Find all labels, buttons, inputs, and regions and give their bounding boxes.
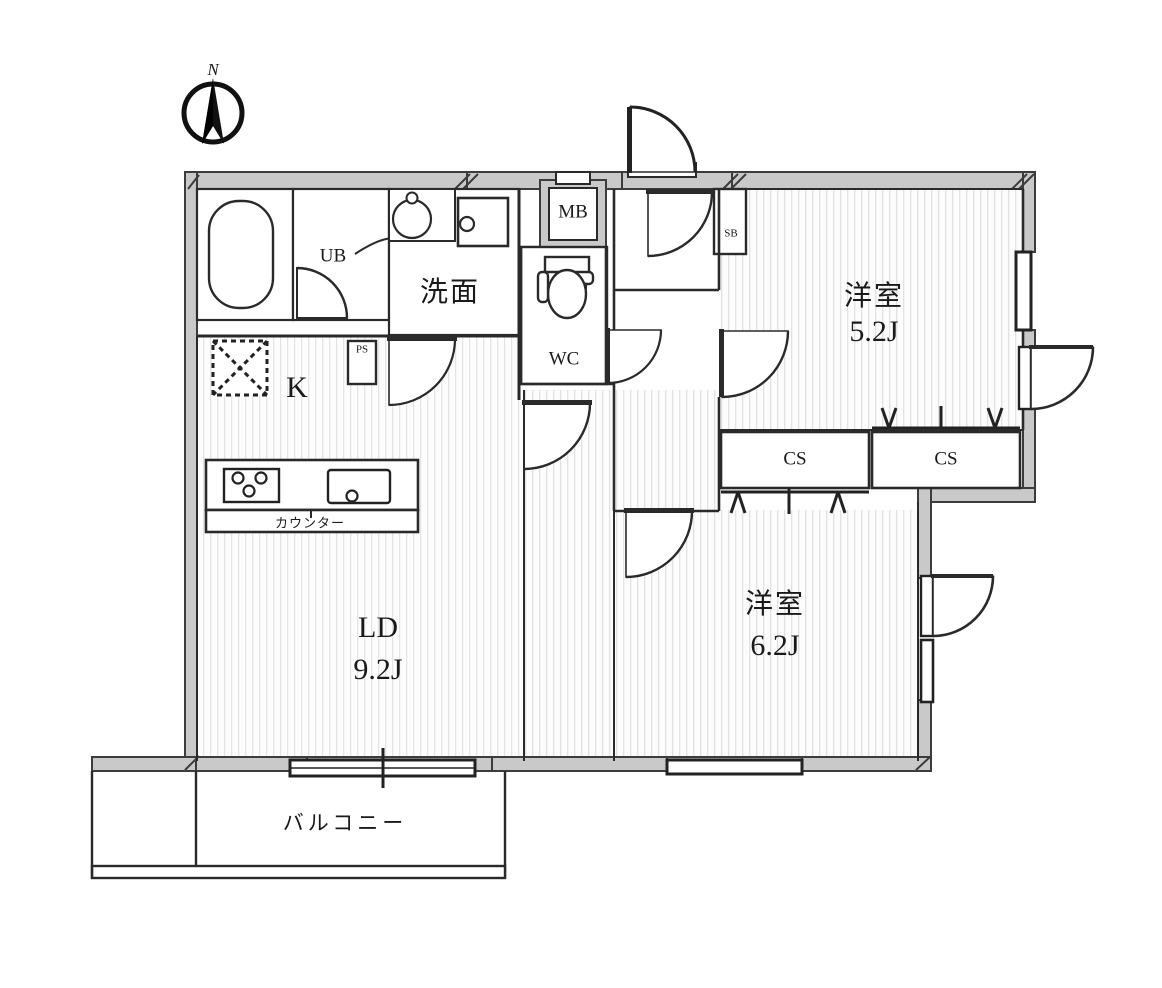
washroom-door[interactable] — [387, 336, 457, 407]
wall-break-marks — [184, 173, 1035, 771]
cs-left-slide-symbol — [721, 488, 869, 514]
ld-door[interactable] — [522, 400, 592, 471]
room52-area: 5.2J — [849, 315, 899, 348]
balcony-parapet — [90, 864, 507, 880]
hall-floor-2 — [614, 390, 719, 510]
wc-door[interactable] — [605, 328, 663, 385]
room62-area: 6.2J — [750, 629, 800, 662]
room52-door[interactable] — [719, 329, 790, 399]
ld-floor — [196, 336, 524, 761]
counter-label: カウンター — [275, 517, 345, 532]
wc-label: WC — [549, 348, 580, 369]
mb-label: MB — [558, 201, 588, 222]
cs-left-label: CS — [783, 448, 806, 469]
gas-stove-3burner — [222, 467, 281, 504]
ps-label: PS — [356, 344, 368, 356]
hall-structure-lines — [517, 247, 614, 390]
cs-left-closet — [719, 430, 871, 490]
room62-door[interactable] — [624, 508, 694, 579]
room62-bottom-window — [665, 758, 804, 776]
north-label: N — [206, 60, 220, 79]
cs-right-closet — [870, 430, 1022, 490]
room52-name: 洋室 — [844, 279, 904, 312]
ld-balcony-slider[interactable] — [288, 748, 477, 788]
lavatory-sink-fixture — [388, 188, 456, 242]
genkan-door[interactable] — [646, 189, 714, 258]
room62-name: 洋室 — [745, 587, 805, 620]
sb-label: SB — [724, 228, 737, 240]
refrigerator-space — [211, 339, 269, 397]
kitchen-sink — [326, 468, 392, 505]
balcony-label: バルコニー — [283, 811, 408, 835]
cs-right-label: CS — [934, 448, 957, 469]
room62-exterior-door[interactable] — [919, 574, 995, 638]
room62-inner-edges — [613, 502, 919, 761]
bathtub-fixture — [207, 199, 275, 310]
cs-right-slide-symbol — [872, 406, 1020, 432]
ld-name: LD — [358, 611, 398, 644]
room52-window — [1014, 250, 1033, 332]
toilet-fixture — [536, 255, 595, 320]
ld-area: 9.2J — [353, 653, 403, 686]
entry-partitions — [612, 189, 721, 513]
room52-floor — [720, 182, 1020, 430]
compass-north-icon — [181, 78, 245, 145]
senmen-label: 洗面 — [420, 275, 480, 308]
entrance-door[interactable] — [627, 105, 697, 178]
room52-inner-edges — [719, 188, 1023, 431]
ld-inner-edges — [196, 336, 525, 761]
kitchen-label: K — [286, 371, 308, 404]
ub-label: UB — [320, 245, 346, 266]
washing-machine-space — [456, 196, 510, 248]
room52-exterior-door[interactable] — [1017, 345, 1095, 411]
room62-window — [919, 638, 935, 704]
ps-shaft — [346, 339, 378, 386]
